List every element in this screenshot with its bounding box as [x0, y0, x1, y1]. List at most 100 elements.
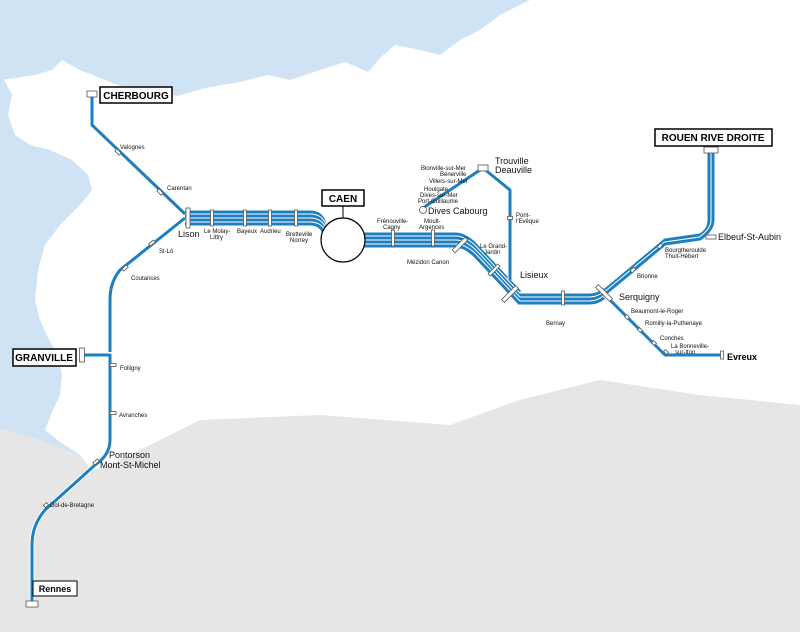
- line-lisieux-trouville: [481, 166, 513, 280]
- station-label-bretteville: Bretteville: [286, 232, 313, 238]
- line-lison-granville: [107, 216, 187, 352]
- line-cherbourg-lison: [89, 94, 187, 216]
- station-label-audrieu: Audrieu: [260, 229, 281, 235]
- station-label-romilly: Romilly-la-Puthenaye: [645, 321, 703, 327]
- station-mark-le-molay[interactable]: [210, 209, 214, 227]
- station-label-littry: Littry: [210, 235, 223, 241]
- station-label-elbeuf: Elbeuf-St-Aubin: [718, 232, 781, 242]
- station-mark-bonneville[interactable]: [662, 348, 670, 356]
- station-label-carentan: Carentan: [167, 186, 192, 192]
- line-serquigny-rouen-0: [603, 152, 712, 292]
- station-marks: [25, 90, 724, 608]
- line-serquigny-rouen-1: [603, 152, 716, 296]
- station-label-villers: Villers-sur-Mer: [429, 179, 468, 185]
- station-label-valognes: Valognes: [120, 145, 145, 151]
- station-mark-granville[interactable]: [79, 347, 85, 363]
- station-mark-bayeux[interactable]: [243, 209, 247, 227]
- station-label-bonneville: La Bonneville-: [671, 344, 709, 350]
- station-label-le-molay: Le Molay-: [204, 229, 230, 235]
- station-label-pont: Pont-: [516, 213, 530, 219]
- station-mark-bernay[interactable]: [561, 290, 565, 306]
- station-label-houlgate: Houlgate: [424, 187, 449, 193]
- station-label-dives-cabourg: Dives Cabourg: [428, 206, 488, 216]
- station-label-lisieux: Lisieux: [520, 270, 549, 280]
- station-mark-avranches[interactable]: [109, 411, 117, 415]
- station-label-dol: Dol-de-Bretagne: [50, 503, 95, 509]
- line-caen-lisieux-0: [362, 231, 522, 294]
- station-mark-trouville[interactable]: [477, 164, 489, 172]
- line-serquigny-evreux: [603, 293, 722, 358]
- station-mark-serquigny[interactable]: [594, 283, 614, 303]
- station-mark-mezidon[interactable]: [451, 236, 469, 254]
- station-mark-beaumont[interactable]: [623, 313, 631, 321]
- station-label-norrey: Norrey: [290, 238, 308, 244]
- station-mark-grand-jardin[interactable]: [487, 263, 501, 277]
- station-mark-pontorson[interactable]: [92, 458, 100, 466]
- station-label-trouville: Trouville: [495, 156, 529, 166]
- terminal-granville[interactable]: GRANVILLE: [12, 348, 77, 367]
- station-mark-brionne[interactable]: [629, 266, 637, 274]
- line-caen-lisieux-2: [362, 239, 522, 302]
- station-mark-bretteville[interactable]: [294, 209, 298, 227]
- station-label-le-grand: Le Grand-: [480, 244, 507, 250]
- sea-inlet: [0, 48, 62, 80]
- station-label-serquigny: Serquigny: [619, 292, 660, 302]
- station-label-beaumont: Beaumont-le-Roger: [631, 309, 683, 315]
- caen-hub-circle[interactable]: [320, 217, 366, 263]
- station-label-argences: Argences: [419, 225, 444, 231]
- station-mark-cherbourg[interactable]: [86, 90, 98, 98]
- station-mark-folligny[interactable]: [109, 363, 117, 367]
- station-label-thuit-hebert: Thuit-Hébert: [665, 254, 699, 260]
- station-label-deauville: Deauville: [495, 165, 532, 175]
- station-label-cagny: Cagny: [383, 225, 400, 231]
- terminal-cherbourg[interactable]: CHERBOURG: [99, 86, 173, 104]
- terminal-label: Rennes: [39, 584, 72, 594]
- terminal-rouen[interactable]: ROUEN RIVE DROITE: [654, 128, 773, 147]
- station-label-jardin: Jardin: [484, 250, 500, 256]
- station-mark-coutances[interactable]: [121, 264, 129, 272]
- station-mark-dol[interactable]: [42, 502, 50, 508]
- station-label-port-guillaume: Port-Guillaume: [418, 199, 459, 205]
- station-label-lison: Lison: [178, 229, 200, 239]
- station-mark-lisieux[interactable]: [500, 284, 520, 304]
- station-mark-valognes[interactable]: [114, 148, 122, 156]
- station-label-brionne: Brionne: [637, 274, 658, 280]
- terminal-rennes[interactable]: Rennes: [32, 580, 78, 597]
- station-label-coutances: Coutances: [131, 276, 160, 282]
- station-mark-st-lo[interactable]: [148, 239, 156, 247]
- station-mark-elbeuf[interactable]: [705, 234, 717, 240]
- station-label-bayeux: Bayeux: [237, 229, 257, 235]
- station-mark-dives-cabourg[interactable]: [419, 206, 427, 214]
- station-label-folligny: Folligny: [120, 366, 141, 372]
- station-label-bernay: Bernay: [546, 321, 565, 327]
- terminal-evreux[interactable]: Evreux: [727, 352, 757, 362]
- station-label-mont-st-michel: Mont-St-Michel: [100, 460, 161, 470]
- station-mark-audrieu[interactable]: [268, 209, 272, 227]
- station-mark-lison[interactable]: [185, 207, 191, 229]
- line-lisieux-serquigny-2: [520, 295, 607, 306]
- terminal-caen[interactable]: CAEN: [321, 189, 365, 207]
- station-mark-carentan[interactable]: [156, 188, 164, 196]
- station-mark-pont-leveque[interactable]: [507, 216, 513, 220]
- station-label-sur-iton: sur-Iton: [675, 350, 695, 356]
- station-mark-rennes[interactable]: [25, 600, 39, 608]
- terminal-label: ROUEN RIVE DROITE: [662, 133, 765, 144]
- station-label-conches: Conches: [660, 336, 684, 342]
- station-mark-bourgtheroulde[interactable]: [656, 242, 664, 250]
- terminal-label: GRANVILLE: [15, 353, 73, 364]
- station-label-pontorson: Pontorson: [109, 450, 150, 460]
- station-label-blonville: Blonville-sur-Mer: [421, 166, 466, 172]
- station-label-frenouville: Frénouville-: [377, 219, 408, 225]
- station-mark-evreux[interactable]: [720, 350, 724, 360]
- terminal-label: CAEN: [329, 194, 357, 205]
- station-mark-rouen[interactable]: [703, 146, 719, 154]
- line-trouville-dives: [421, 165, 485, 211]
- terminal-label: CHERBOURG: [103, 91, 169, 102]
- station-mark-frenouville[interactable]: [391, 229, 395, 247]
- station-mark-conches[interactable]: [650, 339, 658, 347]
- station-label-bourgtheroulde: Bourgtheroulde: [665, 248, 707, 254]
- station-mark-romilly[interactable]: [636, 326, 644, 334]
- station-mark-moult[interactable]: [431, 229, 435, 247]
